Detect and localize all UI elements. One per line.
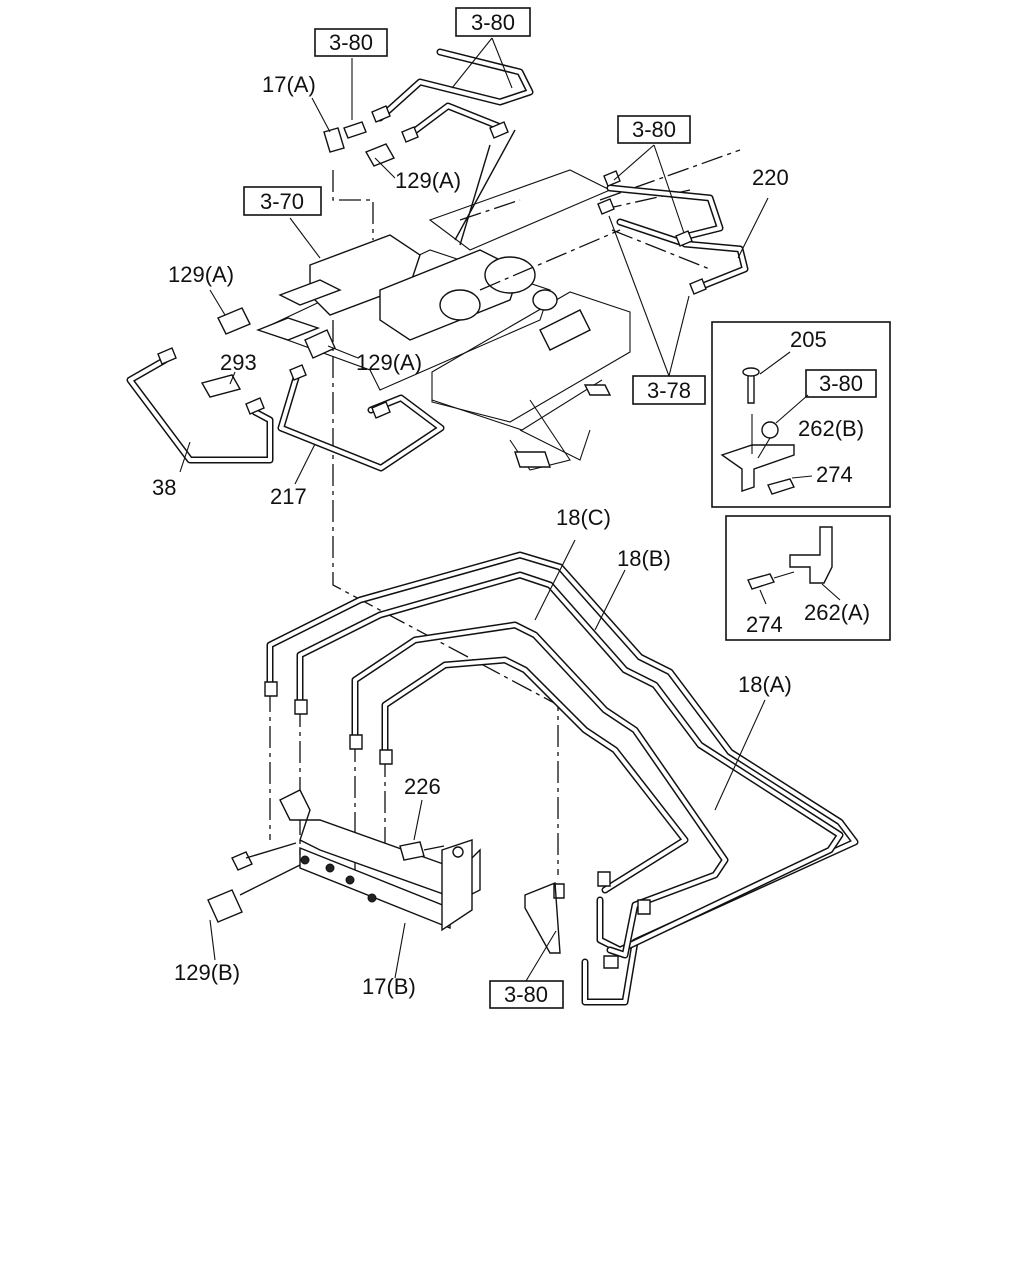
label-129a-top: 129(A) <box>395 168 461 193</box>
bolt-274-upper <box>767 478 795 495</box>
label-18b: 18(B) <box>617 546 671 571</box>
ref-box-right-mid[interactable]: 3-78 <box>632 375 706 405</box>
ref-label-top-right: 3-80 <box>632 117 676 142</box>
valve-129a-left <box>217 307 251 335</box>
label-274-top: 274 <box>816 462 853 487</box>
ref-label-right-mid: 3-78 <box>647 378 691 403</box>
ref-label-top-center: 3-80 <box>471 10 515 35</box>
valve-129b <box>207 889 243 923</box>
pipe-38 <box>126 307 274 464</box>
ref-box-top-center[interactable]: 3-80 <box>455 7 531 37</box>
manifold-body <box>299 846 451 930</box>
ref-box-left-mid[interactable]: 3-70 <box>243 186 322 216</box>
pipe-18a <box>351 621 729 959</box>
ref-label-inset: 3-80 <box>819 371 863 396</box>
inset-panel-bracket-b <box>711 321 891 508</box>
pipe-18c <box>266 551 859 1006</box>
bolt-205 <box>747 372 755 404</box>
valve-129a-top <box>364 143 396 167</box>
hose-220 <box>597 170 749 295</box>
label-262b: 262(B) <box>798 416 864 441</box>
leader-lines <box>179 37 769 982</box>
label-129b: 129(B) <box>174 960 240 985</box>
brake-chamber <box>439 289 481 321</box>
connector-17a <box>323 127 345 153</box>
label-18a: 18(A) <box>738 672 792 697</box>
bolt-226 <box>399 841 425 861</box>
fitting-17a-nut <box>343 121 367 139</box>
bracket-262a <box>789 526 833 584</box>
connector-293 <box>200 374 242 398</box>
ref-box-inset[interactable]: 3-80 <box>805 369 877 398</box>
label-129a-mid: 129(A) <box>356 350 422 375</box>
label-217: 217 <box>270 484 307 509</box>
pipe-fittings <box>264 681 651 969</box>
label-226: 226 <box>404 774 441 799</box>
label-262a: 262(A) <box>804 600 870 625</box>
ref-label-top-left: 3-80 <box>329 30 373 55</box>
bolt-274-lower <box>747 573 775 590</box>
valve-129a-mid <box>304 329 336 359</box>
label-205: 205 <box>790 327 827 352</box>
part-labels: 17(A) 129(A) 220 129(A) 129(A) 293 38 21… <box>152 72 870 999</box>
label-18c: 18(C) <box>556 505 611 530</box>
ref-box-top-right[interactable]: 3-80 <box>617 115 691 144</box>
label-220: 220 <box>752 165 789 190</box>
label-129a-left: 129(A) <box>168 262 234 287</box>
ref-label-bottom: 3-80 <box>504 982 548 1007</box>
label-17b: 17(B) <box>362 974 416 999</box>
ref-box-bottom[interactable]: 3-80 <box>489 980 564 1009</box>
label-38: 38 <box>152 475 176 500</box>
label-17a: 17(A) <box>262 72 316 97</box>
frame-assembly <box>255 169 631 471</box>
pipe-top-lines <box>323 48 534 246</box>
ref-label-left-mid: 3-70 <box>260 189 304 214</box>
inset-panel-bracket-a <box>725 515 891 641</box>
manifold-17b <box>207 789 481 932</box>
ref-box-top-left[interactable]: 3-80 <box>314 28 388 57</box>
pipe-217 <box>277 329 445 472</box>
label-293: 293 <box>220 350 257 375</box>
label-274-bottom: 274 <box>746 612 783 637</box>
